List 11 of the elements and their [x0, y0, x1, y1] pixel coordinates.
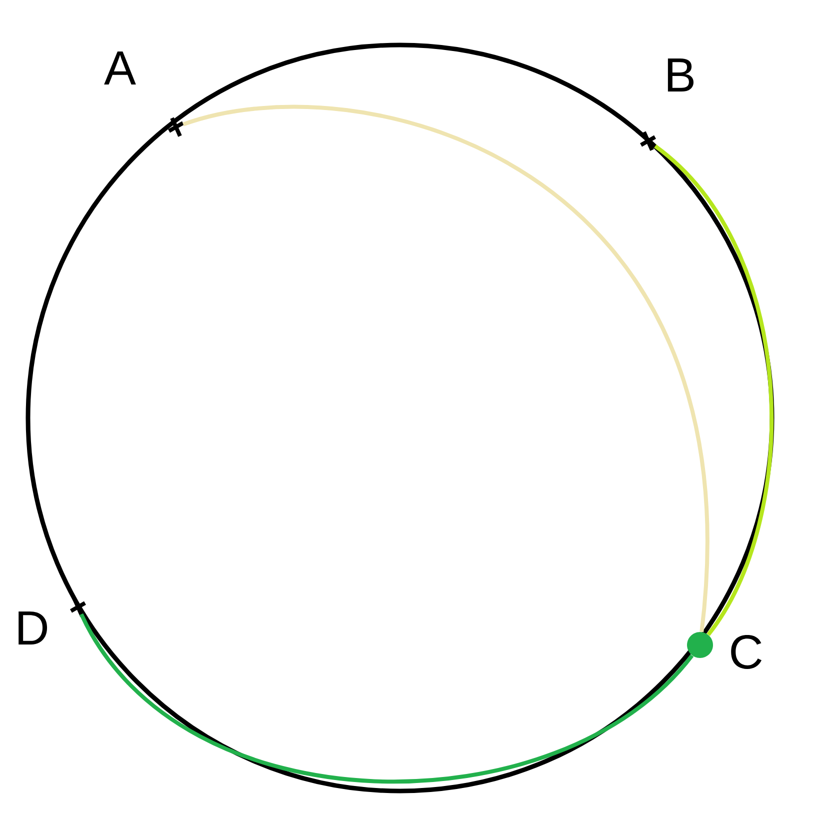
tick-mark — [640, 131, 656, 151]
point-label: D — [18, 612, 48, 645]
point-label: C — [731, 635, 762, 669]
connector — [182, 105, 710, 632]
point-dot — [687, 632, 713, 658]
connector — [654, 144, 774, 636]
point-label: A — [104, 51, 136, 85]
tick-mark — [70, 597, 86, 617]
connector — [80, 613, 694, 784]
point-label: B — [668, 58, 694, 92]
tick-mark — [168, 117, 184, 137]
